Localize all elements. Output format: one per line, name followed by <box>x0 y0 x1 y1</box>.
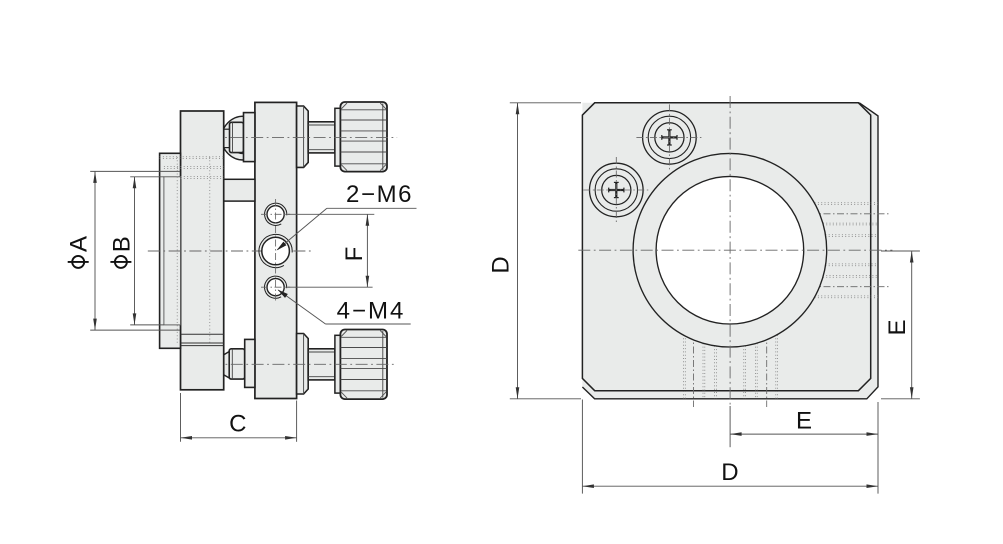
svg-text:4−M4: 4−M4 <box>337 298 406 325</box>
svg-text:E: E <box>884 319 911 335</box>
svg-text:A: A <box>66 236 93 252</box>
svg-text:D: D <box>488 256 515 273</box>
svg-text:F: F <box>341 247 368 262</box>
svg-text:D: D <box>721 459 738 486</box>
svg-text:2−M6: 2−M6 <box>346 181 413 208</box>
svg-text:E: E <box>796 408 812 435</box>
svg-text:C: C <box>229 410 246 437</box>
svg-text:B: B <box>108 236 135 252</box>
